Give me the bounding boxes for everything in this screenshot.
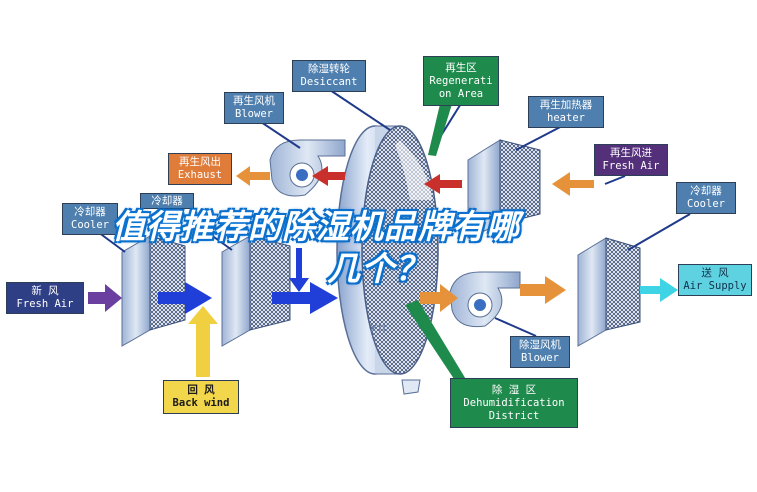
watermark: XTI [370,324,386,335]
label-cooler-mid: 冷却器 [140,193,194,209]
district-pointer [405,300,470,388]
arrow-blue-1 [158,282,212,314]
arrow-orange-1 [420,284,458,312]
arrow-fresh-air-in [88,284,122,312]
cooler-right-unit [577,237,641,347]
regen-blower-unit [269,139,346,197]
arrow-wheel-to-blower [312,166,345,186]
pointer-lines [97,89,691,337]
arrow-heater-to-wheel [424,174,462,194]
overlay-title-line2: 几个？ [327,249,429,288]
regen-area-pointer [428,104,452,156]
overlay-title: 值得推荐的除湿机品牌有哪 几个？ [112,206,672,290]
arrow-back-wind-up [188,306,218,377]
overlay-title-line1: 值得推荐的除湿机品牌有哪 [112,207,520,246]
arrow-blue-down [289,248,309,292]
arrow-regen-in [552,172,594,196]
dehum-blower-unit [449,271,521,328]
arrow-blue-2 [272,282,338,314]
desiccant-wheel [336,125,439,395]
cooler-mid-unit [221,235,291,347]
cooler-left-unit [121,235,186,347]
arrow-supply-out [640,278,678,302]
arrow-orange-2 [520,276,566,304]
regen-heater-unit [467,139,541,239]
arrow-exhaust-out [236,166,270,186]
